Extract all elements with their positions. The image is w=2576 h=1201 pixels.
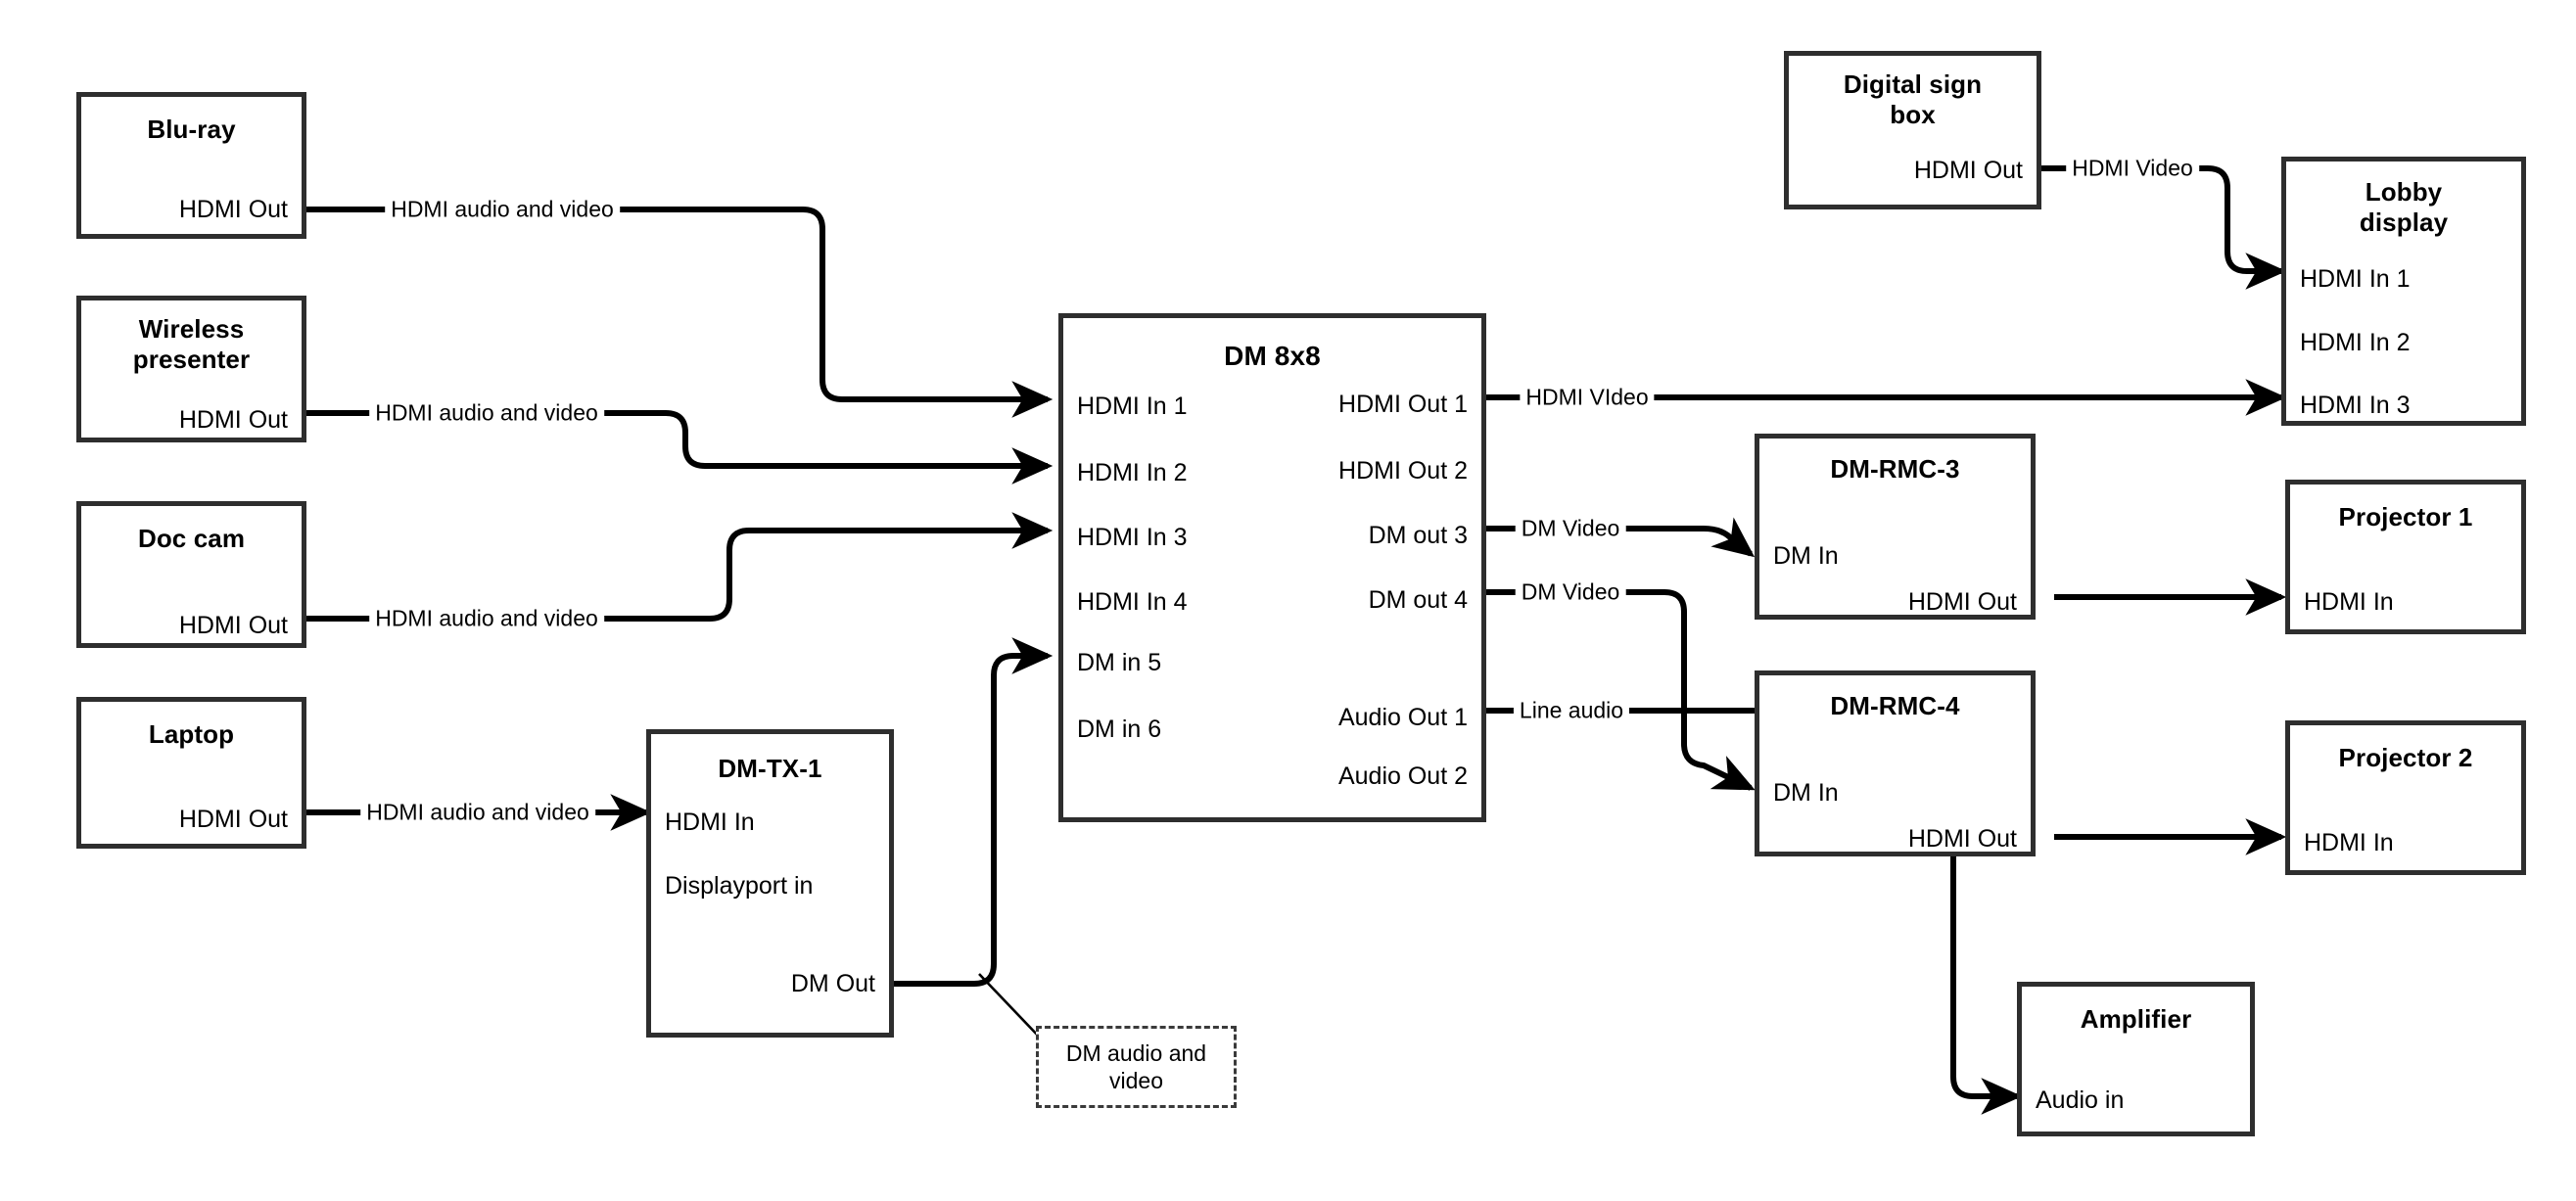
- edge-label-wireless-to-hdmi-in-2: HDMI audio and video: [369, 401, 604, 425]
- node-wireless-presenter[interactable]: Wireless presenter HDMI Out: [76, 296, 306, 442]
- edge-label-hdmi-out-1-to-lobby: HDMI VIdeo: [1520, 386, 1655, 409]
- port-wireless-presenter-hdmi-out: HDMI Out: [178, 406, 288, 434]
- callout-dm-audio-and-video: DM audio and video: [1036, 1026, 1237, 1108]
- callout-leader-line: [978, 973, 1041, 1039]
- port-dm-8x8-output-2: HDMI Out 2: [1338, 457, 1468, 485]
- node-projector-1[interactable]: Projector 1 HDMI In: [2285, 480, 2526, 634]
- port-dm-8x8-output-6: Audio Out 2: [1337, 762, 1468, 790]
- node-lobby-display[interactable]: Lobby display HDMI In 1 HDMI In 2 HDMI I…: [2281, 157, 2526, 426]
- port-dm-8x8-input-1: HDMI In 1: [1077, 393, 1188, 420]
- node-bluray-title: Blu-ray: [147, 115, 236, 144]
- node-lobby-display-title: Lobby display: [2359, 177, 2449, 237]
- port-dm-8x8-input-3: HDMI In 3: [1077, 524, 1188, 551]
- edge-label-audio-out-1-to-amplifier: Line audio: [1513, 699, 1630, 722]
- port-doc-cam-hdmi-out: HDMI Out: [178, 612, 288, 639]
- wire-bluray-to-hdmi-in-1: [306, 207, 1054, 418]
- node-laptop-title: Laptop: [148, 719, 235, 749]
- node-dm-tx-1-title: DM-TX-1: [718, 754, 822, 783]
- port-dm-8x8-input-6: DM in 6: [1077, 716, 1162, 743]
- port-dm-rmc-3-dm-in: DM In: [1773, 542, 1839, 570]
- port-projector-1-hdmi-in: HDMI In: [2304, 588, 2394, 616]
- port-bluray-hdmi-out: HDMI Out: [178, 196, 288, 223]
- node-projector-2[interactable]: Projector 2 HDMI In: [2285, 720, 2526, 875]
- node-dm-rmc-4-title: DM-RMC-4: [1830, 691, 1960, 720]
- node-dm-8x8-title: DM 8x8: [1224, 341, 1321, 371]
- edge-label-bluray-to-hdmi-in-1: HDMI audio and video: [385, 198, 620, 221]
- node-doc-cam[interactable]: Doc cam HDMI Out: [76, 501, 306, 648]
- port-dm-rmc-4-dm-in: DM In: [1773, 779, 1839, 807]
- wire-dm-out-4-to-rmc4: [1486, 589, 1756, 791]
- port-dm-8x8-input-4: HDMI In 4: [1077, 588, 1188, 616]
- node-dm-tx-1[interactable]: DM-TX-1 HDMI In Displayport in DM Out: [646, 729, 894, 1038]
- edge-label-sign-to-lobby: HDMI Video: [2066, 157, 2199, 180]
- node-doc-cam-title: Doc cam: [137, 524, 246, 553]
- port-dm-8x8-output-1: HDMI Out 1: [1338, 391, 1468, 418]
- node-dm-rmc-3[interactable]: DM-RMC-3 DM In HDMI Out: [1755, 434, 2036, 620]
- edge-label-doccam-to-hdmi-in-3: HDMI audio and video: [369, 607, 604, 630]
- port-lobby-display-hdmi-in-1: HDMI In 1: [2300, 265, 2411, 293]
- node-dm-rmc-3-title: DM-RMC-3: [1830, 454, 1960, 484]
- node-amplifier-title: Amplifier: [2080, 1004, 2192, 1034]
- edge-label-laptop-to-dm-tx-1: HDMI audio and video: [360, 801, 595, 824]
- node-projector-2-title: Projector 2: [2338, 743, 2473, 772]
- node-dm-8x8[interactable]: DM 8x8 HDMI In 1 HDMI In 2 HDMI In 3 HDM…: [1058, 313, 1486, 822]
- port-dm-8x8-input-5: DM in 5: [1077, 649, 1162, 676]
- port-amplifier-audio-in: Audio in: [2036, 1086, 2125, 1114]
- edge-label-dm-out-4-to-rmc4: DM Video: [1515, 580, 1626, 604]
- node-amplifier[interactable]: Amplifier Audio in: [2017, 982, 2255, 1136]
- port-lobby-display-hdmi-in-2: HDMI In 2: [2300, 329, 2411, 356]
- port-projector-2-hdmi-in: HDMI In: [2304, 829, 2394, 856]
- node-wireless-presenter-title: Wireless presenter: [132, 314, 251, 374]
- port-dm-8x8-output-5: Audio Out 1: [1337, 704, 1468, 731]
- node-dm-rmc-4[interactable]: DM-RMC-4 DM In HDMI Out: [1755, 670, 2036, 856]
- port-dm-8x8-output-3: DM out 3: [1368, 522, 1468, 549]
- port-dm-8x8-output-4: DM out 4: [1368, 586, 1468, 614]
- node-digital-sign-box-title: Digital sign box: [1843, 69, 1983, 129]
- node-laptop[interactable]: Laptop HDMI Out: [76, 697, 306, 849]
- port-dm-8x8-input-2: HDMI In 2: [1077, 459, 1188, 486]
- wire-dmtx1-to-dm-in-5: [894, 637, 1054, 987]
- port-lobby-display-hdmi-in-3: HDMI In 3: [2300, 392, 2411, 419]
- port-dm-rmc-4-hdmi-out: HDMI Out: [1907, 825, 2017, 853]
- port-dm-tx-1-dm-out: DM Out: [790, 970, 875, 997]
- port-dm-rmc-3-hdmi-out: HDMI Out: [1907, 588, 2017, 616]
- port-dm-tx-1-displayport-in: Displayport in: [665, 872, 814, 900]
- port-digital-sign-box-hdmi-out: HDMI Out: [1913, 157, 2023, 184]
- node-digital-sign-box[interactable]: Digital sign box HDMI Out: [1784, 51, 2041, 209]
- edge-label-dm-out-3-to-rmc3: DM Video: [1515, 517, 1626, 540]
- wire-sign-to-lobby-in-1: [2041, 165, 2287, 290]
- port-laptop-hdmi-out: HDMI Out: [178, 806, 288, 833]
- node-projector-1-title: Projector 1: [2338, 502, 2473, 531]
- node-bluray[interactable]: Blu-ray HDMI Out: [76, 92, 306, 239]
- port-dm-tx-1-hdmi-in: HDMI In: [665, 808, 755, 836]
